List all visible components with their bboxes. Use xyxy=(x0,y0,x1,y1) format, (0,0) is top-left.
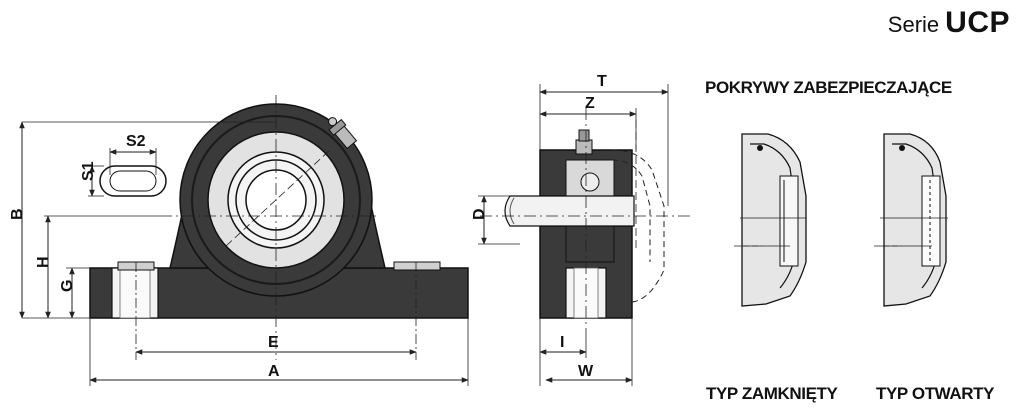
dim-label-b: B xyxy=(9,208,26,220)
cover-outline xyxy=(611,149,665,303)
front-view: S2 S1 B H G E A xyxy=(9,95,469,386)
series-header: Serie UCP xyxy=(888,6,1010,40)
serie-code: UCP xyxy=(945,6,1010,39)
dim-label-g: G xyxy=(59,280,76,292)
cover-closed-type xyxy=(734,133,807,307)
dim-label-w: W xyxy=(578,363,594,380)
dim-label-h: H xyxy=(35,256,52,268)
slot-detail xyxy=(99,165,167,197)
cover-open-type xyxy=(874,133,948,307)
side-view: T Z D I W xyxy=(471,73,690,386)
dim-label-s1: S1 xyxy=(80,161,97,181)
closed-type-label: TYP ZAMKNIĘTY xyxy=(706,384,838,403)
dim-label-t: T xyxy=(597,73,607,90)
dim-label-s2: S2 xyxy=(126,133,146,150)
dim-label-e: E xyxy=(268,334,279,351)
bolt-slot-right xyxy=(393,261,441,271)
dim-label-a: A xyxy=(268,363,280,380)
covers-title: POKRYWY ZABEZPIECZAJĄCE xyxy=(705,78,952,97)
shaft xyxy=(504,195,635,227)
serie-label: Serie xyxy=(887,12,940,37)
dim-label-z: Z xyxy=(585,95,595,112)
dim-label-d: D xyxy=(471,208,488,220)
grease-nipple xyxy=(328,117,358,150)
dim-label-i: I xyxy=(560,334,564,351)
open-type-label: TYP OTWARTY xyxy=(876,384,995,403)
